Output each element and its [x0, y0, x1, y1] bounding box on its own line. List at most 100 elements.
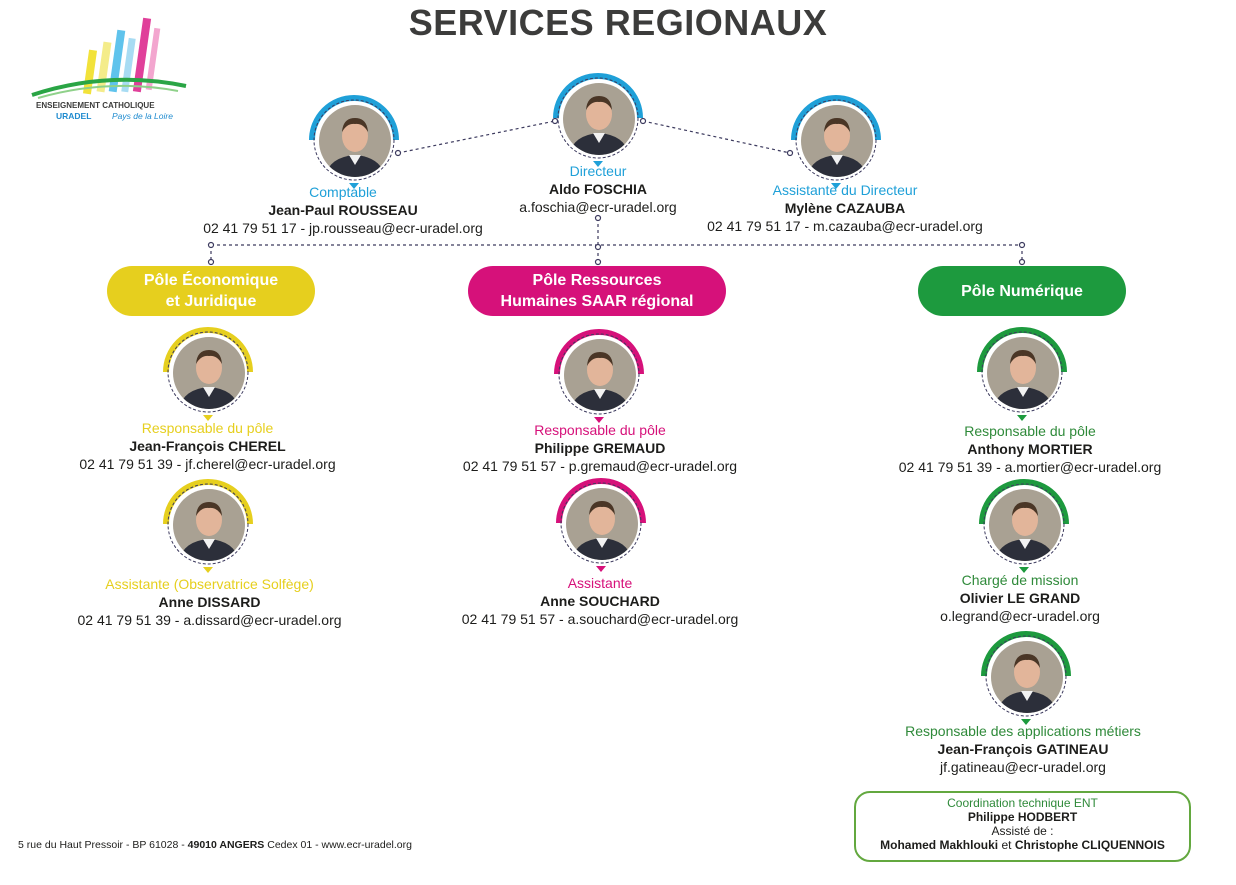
info-legrand: Chargé de mission Olivier LE GRAND o.leg… [870, 572, 1170, 625]
logo-text-uradel: URADEL [56, 111, 92, 121]
info-dissard: Assistante (Observatrice Solfège) Anne D… [42, 576, 377, 629]
connector-dot [594, 258, 602, 266]
portrait-ring [554, 329, 644, 423]
person-name: Anne DISSARD [158, 594, 261, 610]
pointer-triangle-icon [1021, 719, 1031, 725]
contact-line: o.legrand@ecr-uradel.org [940, 608, 1100, 624]
pointer-triangle-icon [1019, 567, 1029, 573]
person-name: Olivier LE GRAND [959, 590, 1081, 606]
logo-graphic [31, 17, 187, 99]
person-name: Jean-François GATINEAU [937, 741, 1109, 757]
contact-line: 02 41 79 51 17 - jp.rousseau@ecr-uradel.… [203, 220, 483, 236]
person-name: Mylène CAZAUBA [784, 200, 906, 216]
portrait-photo [988, 488, 1062, 562]
person-name: Aldo FOSCHIA [549, 181, 647, 197]
pointer-triangle-icon [1017, 415, 1027, 421]
logo-text-region: Pays de la Loire [112, 111, 173, 121]
contact-line: 02 41 79 51 57 - p.gremaud@ecr-uradel.or… [462, 458, 738, 474]
portrait-ring [791, 95, 881, 189]
contact-line: jf.gatineau@ecr-uradel.org [940, 759, 1106, 775]
person-name: Anthony MORTIER [967, 441, 1093, 457]
contact-line: 02 41 79 51 39 - jf.cherel@ecr-uradel.or… [79, 456, 336, 472]
person-dissard [158, 474, 258, 574]
portrait-ring [553, 73, 643, 167]
pole-label: Pôle Ressources Humaines SAAR régional [500, 272, 694, 310]
connector-director-accountant [397, 120, 556, 154]
info-cherel: Responsable du pôle Jean-François CHEREL… [50, 420, 365, 473]
pole-label: Pôle Numérique [961, 282, 1083, 300]
logo: ENSEIGNEMENT CATHOLIQUE URADEL Pays de l… [28, 12, 198, 127]
portrait-photo [562, 82, 636, 156]
info-foschia: Directeur Aldo FOSCHIA a.foschia@ecr-ura… [458, 163, 738, 216]
portrait-ring [163, 479, 253, 573]
footer-rest: Cedex 01 - www.ecr-uradel.org [267, 839, 412, 851]
connector-dot [1018, 258, 1026, 266]
connector-director-assistant [642, 120, 791, 154]
logo-text-line1: ENSEIGNEMENT CATHOLIQUE [36, 101, 155, 110]
person-legrand [974, 474, 1074, 574]
contact-line: 02 41 79 51 57 - a.souchard@ecr-uradel.o… [461, 611, 739, 627]
connector-dot [786, 149, 794, 157]
role-label: Chargé de mission [961, 572, 1079, 588]
ent-assisted-by: Assisté de : [991, 824, 1054, 838]
person-foschia [548, 68, 648, 168]
pointer-triangle-icon [203, 567, 213, 573]
pointer-triangle-icon [596, 566, 606, 572]
person-name: Jean-François CHEREL [129, 438, 286, 454]
pointer-triangle-icon [203, 415, 213, 421]
portrait-ring [309, 95, 399, 189]
page-title: SERVICES REGIONAUX [408, 2, 828, 43]
info-gremaud: Responsable du pôle Philippe GREMAUD 02 … [440, 422, 760, 475]
pointer-triangle-icon [594, 417, 604, 423]
info-souchard: Assistante Anne SOUCHARD 02 41 79 51 57 … [440, 575, 760, 628]
footer-street: 5 rue du Haut Pressoir - BP 61028 - [18, 839, 185, 851]
role-label: Responsable du pôle [534, 422, 666, 438]
pole-label: Pôle Économique et Juridique [143, 272, 279, 310]
contact-line: 02 41 79 51 39 - a.dissard@ecr-uradel.or… [77, 612, 342, 628]
ent-helper-2: Christophe CLIQUENNOIS [1014, 838, 1165, 852]
pole-ressources-humaines: Pôle Ressources Humaines SAAR régional [468, 266, 726, 316]
portrait-photo [986, 336, 1060, 410]
portrait-photo [565, 487, 639, 561]
ent-title: Coordination technique ENT [947, 796, 1098, 810]
person-souchard [551, 473, 651, 573]
pointer-triangle-icon [593, 161, 603, 167]
info-rousseau: Comptable Jean-Paul ROUSSEAU 02 41 79 51… [193, 184, 493, 237]
portrait-photo [172, 336, 246, 410]
footer-address: 5 rue du Haut Pressoir - BP 61028 - 4901… [18, 839, 412, 851]
portrait-photo [318, 104, 392, 178]
portrait-ring [977, 327, 1067, 421]
role-label: Assistante (Observatrice Solfège) [105, 576, 314, 592]
connector-dot [594, 243, 602, 251]
connector-dot [1018, 241, 1026, 249]
portrait-photo [990, 640, 1064, 714]
portrait-ring [163, 327, 253, 421]
connector-dot [551, 117, 559, 125]
role-label: Responsable des applications métiers [905, 723, 1141, 739]
portrait-photo [800, 104, 874, 178]
footer-city: 49010 ANGERS [187, 839, 265, 851]
pointer-triangle-icon [349, 183, 359, 189]
person-cazauba [786, 90, 886, 190]
person-gremaud [549, 324, 649, 424]
pole-economique: Pôle Économique et Juridique [107, 266, 315, 316]
role-label: Assistante du Directeur [772, 182, 918, 198]
person-name: Jean-Paul ROUSSEAU [268, 202, 418, 218]
contact-line: a.foschia@ecr-uradel.org [519, 199, 677, 215]
info-cazauba: Assistante du Directeur Mylène CAZAUBA 0… [695, 182, 995, 235]
person-gatineau [976, 626, 1076, 726]
role-label: Directeur [569, 163, 627, 179]
person-name: Philippe GREMAUD [534, 440, 666, 456]
connector-dot [639, 117, 647, 125]
ent-and: et [1001, 838, 1012, 852]
role-label: Responsable du pôle [964, 423, 1096, 439]
portrait-ring [556, 478, 646, 572]
portrait-photo [172, 488, 246, 562]
contact-line: 02 41 79 51 17 - m.cazauba@ecr-uradel.or… [707, 218, 983, 234]
person-name: Anne SOUCHARD [540, 593, 660, 609]
ent-coordination-box: Coordination technique ENT Philippe HODB… [854, 791, 1191, 862]
person-cherel [158, 322, 258, 422]
portrait-ring [979, 479, 1069, 573]
